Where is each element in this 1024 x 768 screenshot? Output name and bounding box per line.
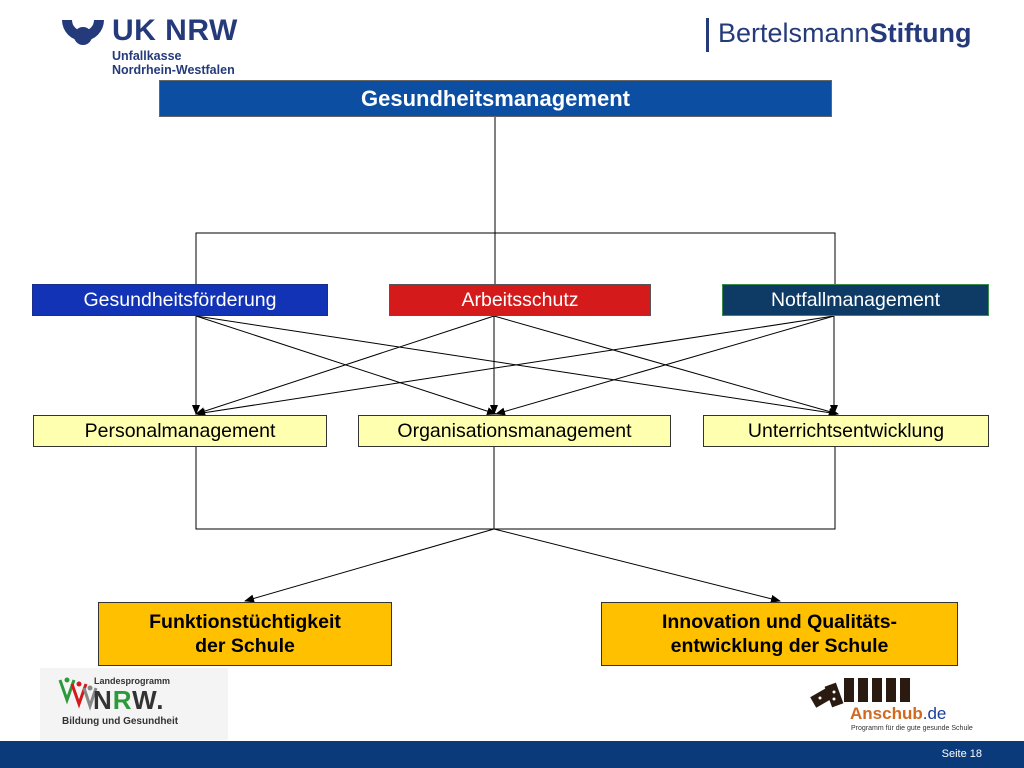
bertelsmann-part1: Bertelsmann bbox=[718, 18, 870, 48]
page-number: Seite 18 bbox=[941, 748, 982, 760]
uk-nrw-line2: Nordrhein-Westfalen bbox=[112, 63, 235, 77]
dominoes-icon bbox=[810, 678, 910, 708]
outcome-left-line1: Funktionstüchtigkeit bbox=[149, 611, 341, 633]
landesprogramm-logo bbox=[40, 668, 228, 740]
uk-nrw-title: UK NRW bbox=[112, 14, 238, 47]
link-notfall-organisation bbox=[495, 315, 835, 416]
box-personalmanagement: Personalmanagement bbox=[33, 415, 327, 447]
arrow-to-outcome-left bbox=[244, 528, 495, 603]
outcome-right-line1: Innovation und Qualitäts- bbox=[661, 611, 898, 633]
anschub-sub: Programm für die gute gesunde Schule bbox=[851, 725, 973, 732]
uk-nrw-line1: Unfallkasse bbox=[112, 49, 182, 63]
bertelsmann-logo: BertelsmannStiftung bbox=[718, 18, 972, 49]
box-gesundheitsfoerderung: Gesundheitsförderung bbox=[32, 284, 328, 316]
link-notfall-personal bbox=[195, 315, 835, 417]
people-figures-icon bbox=[58, 677, 98, 711]
box-organisationsmanagement: Organisationsmanagement bbox=[358, 415, 671, 447]
link-arbeitsschutz-personal bbox=[195, 315, 495, 415]
anschub-tld: .de bbox=[922, 704, 947, 723]
nrw-letter-n: N bbox=[93, 685, 113, 715]
nrw-letter-w: W. bbox=[132, 685, 165, 715]
landesprogramm-sub: Bildung und Gesundheit bbox=[62, 716, 179, 727]
uk-nrw-emblem-icon bbox=[62, 20, 104, 45]
nrw-letter-r: R bbox=[112, 685, 133, 715]
anschub-logo: Anschub.de bbox=[850, 704, 946, 724]
footer-bar bbox=[0, 741, 1024, 768]
box-arbeitsschutz: Arbeitsschutz bbox=[389, 284, 651, 316]
anschub-name: Anschub bbox=[850, 704, 923, 723]
outcome-right-line2: entwicklung der Schule bbox=[670, 635, 889, 657]
box-notfallmanagement: Notfallmanagement bbox=[722, 284, 989, 316]
bertelsmann-divider bbox=[706, 18, 709, 52]
uk-nrw-logo bbox=[58, 12, 258, 80]
connector-lower-bracket bbox=[195, 447, 836, 530]
outcome-left-line2: der Schule bbox=[195, 635, 295, 657]
bertelsmann-part2: Stiftung bbox=[869, 18, 972, 48]
box-gesundheitsmanagement: Gesundheitsmanagement bbox=[159, 80, 832, 117]
landesprogramm-label: Landesprogramm bbox=[94, 676, 171, 686]
box-funktionstuechtigkeit: Funktionstüchtigkeit der Schule bbox=[98, 602, 392, 666]
box-unterrichtsentwicklung: Unterrichtsentwicklung bbox=[703, 415, 989, 447]
connector-top-bracket bbox=[195, 232, 836, 284]
box-innovation-qualitaet: Innovation und Qualitäts- entwicklung de… bbox=[601, 602, 958, 666]
arrow-to-outcome-right bbox=[493, 528, 781, 603]
landesprogramm-nrw: NRW. bbox=[93, 685, 164, 716]
